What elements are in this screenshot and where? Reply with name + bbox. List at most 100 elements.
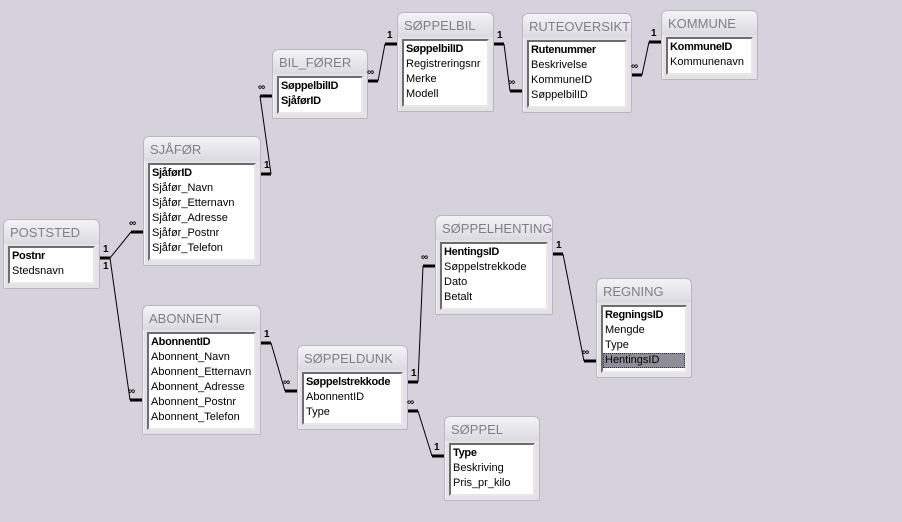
one-cardinality-label: 1 xyxy=(103,244,109,255)
one-cardinality-label: 1 xyxy=(387,30,393,41)
field[interactable]: Betalt xyxy=(444,291,473,303)
primary-key-field[interactable]: KommuneID xyxy=(670,41,733,53)
one-cardinality-label: 1 xyxy=(497,30,503,41)
table-title[interactable]: SJÅFØR xyxy=(144,137,260,161)
table-title[interactable]: SØPPELHENTING xyxy=(436,216,553,240)
relationship-line[interactable] xyxy=(270,342,286,392)
one-cardinality-label: 1 xyxy=(556,240,562,251)
field[interactable]: Abonnent_Navn xyxy=(151,351,230,363)
field-list[interactable]: SøppelbilID SjåførID xyxy=(277,76,363,114)
field[interactable]: Sjåfør_Postnr xyxy=(152,227,220,239)
field[interactable]: Modell xyxy=(406,88,439,100)
primary-key-field[interactable]: SøppelbilID xyxy=(281,80,339,92)
field[interactable]: Registreringsnr xyxy=(406,58,481,70)
primary-key-field[interactable]: SjåførID xyxy=(281,95,321,107)
primary-key-field[interactable]: RegningsID xyxy=(605,309,664,321)
field[interactable]: Sjåfør_Etternavn xyxy=(152,197,235,209)
table-title[interactable]: REGNING xyxy=(597,279,691,303)
field[interactable]: Stedsnavn xyxy=(12,265,64,277)
primary-key-field[interactable]: AbonnentID xyxy=(151,336,211,348)
primary-key-field[interactable]: SjåførID xyxy=(152,167,192,179)
many-cardinality-label: ∞ xyxy=(367,67,375,78)
field[interactable]: HentingsID xyxy=(603,353,685,368)
table-title[interactable]: POSTSTED xyxy=(4,220,99,244)
table-title[interactable]: SØPPELDUNK xyxy=(298,346,407,370)
field[interactable]: SøppelbilID xyxy=(531,89,588,101)
many-cardinality-label: ∞ xyxy=(631,61,639,72)
table-title[interactable]: RUTEOVERSIKT xyxy=(523,14,631,38)
many-cardinality-label: ∞ xyxy=(582,347,590,358)
field[interactable]: KommuneID xyxy=(531,74,593,86)
relationship-line[interactable] xyxy=(641,41,650,76)
relationship-line[interactable] xyxy=(109,231,132,259)
table-title[interactable]: BIL_FØRER xyxy=(273,50,367,74)
one-cardinality-label: 1 xyxy=(434,442,440,453)
relationship-line[interactable] xyxy=(377,43,386,82)
table-title[interactable]: SØPPEL xyxy=(445,417,539,441)
field[interactable]: Abonnent_Telefon xyxy=(151,411,240,423)
one-cardinality-label: 1 xyxy=(264,329,270,340)
field[interactable]: Abonnent_Adresse xyxy=(151,381,245,393)
relationship-line[interactable] xyxy=(109,257,131,401)
primary-key-field[interactable]: Søppelstrekkode xyxy=(306,376,391,388)
field[interactable]: Beskriving xyxy=(453,462,504,474)
table-kommune[interactable]: KOMMUNE KommuneID Kommunenavn xyxy=(661,10,758,80)
relationship-line[interactable] xyxy=(417,265,424,383)
field[interactable]: Abonnent_Etternavn xyxy=(151,366,252,378)
relationship-line[interactable] xyxy=(503,43,511,92)
relationship-line[interactable] xyxy=(562,253,585,362)
one-cardinality-label: 1 xyxy=(411,368,417,379)
table-bilforer[interactable]: BIL_FØRER SøppelbilID SjåførID xyxy=(272,49,368,119)
field[interactable]: Type xyxy=(605,339,629,351)
many-cardinality-label: ∞ xyxy=(129,218,137,229)
many-cardinality-label: ∞ xyxy=(421,252,429,263)
primary-key-field[interactable]: Postnr xyxy=(12,250,46,262)
field[interactable]: Sjåfør_Navn xyxy=(152,182,214,194)
field[interactable]: Mengde xyxy=(605,324,645,336)
table-title[interactable]: ABONNENT xyxy=(143,306,260,330)
table-title[interactable]: KOMMUNE xyxy=(662,11,757,35)
field[interactable]: AbonnentID xyxy=(306,391,365,403)
field[interactable]: Abonnent_Postnr xyxy=(151,396,237,408)
relationship-line[interactable] xyxy=(259,95,272,175)
primary-key-field[interactable]: HentingsID xyxy=(444,246,500,258)
one-cardinality-label: 1 xyxy=(264,160,270,171)
table-title[interactable]: SØPPELBIL xyxy=(398,13,493,37)
field[interactable]: Kommunenavn xyxy=(670,56,744,68)
field[interactable]: Beskrivelse xyxy=(531,59,588,71)
relationship-line[interactable] xyxy=(417,410,433,457)
primary-key-field[interactable]: Rutenummer xyxy=(531,44,596,56)
one-cardinality-label: 1 xyxy=(103,261,109,272)
primary-key-field[interactable]: Type xyxy=(453,447,477,459)
field-list[interactable]: KommuneID Kommunenavn xyxy=(666,37,753,75)
field[interactable]: Merke xyxy=(406,73,437,85)
field[interactable]: Dato xyxy=(444,276,468,288)
field[interactable]: Sjåfør_Telefon xyxy=(152,242,223,254)
many-cardinality-label: ∞ xyxy=(283,377,291,388)
field[interactable]: Sjåfør_Adresse xyxy=(152,212,228,224)
field[interactable]: Pris_pr_kilo xyxy=(453,477,511,489)
many-cardinality-label: ∞ xyxy=(407,397,415,408)
many-cardinality-label: ∞ xyxy=(128,386,136,397)
field[interactable]: Søppelstrekkode xyxy=(444,261,527,273)
field[interactable]: Type xyxy=(306,406,330,418)
primary-key-field[interactable]: SøppelbilID xyxy=(406,43,464,55)
